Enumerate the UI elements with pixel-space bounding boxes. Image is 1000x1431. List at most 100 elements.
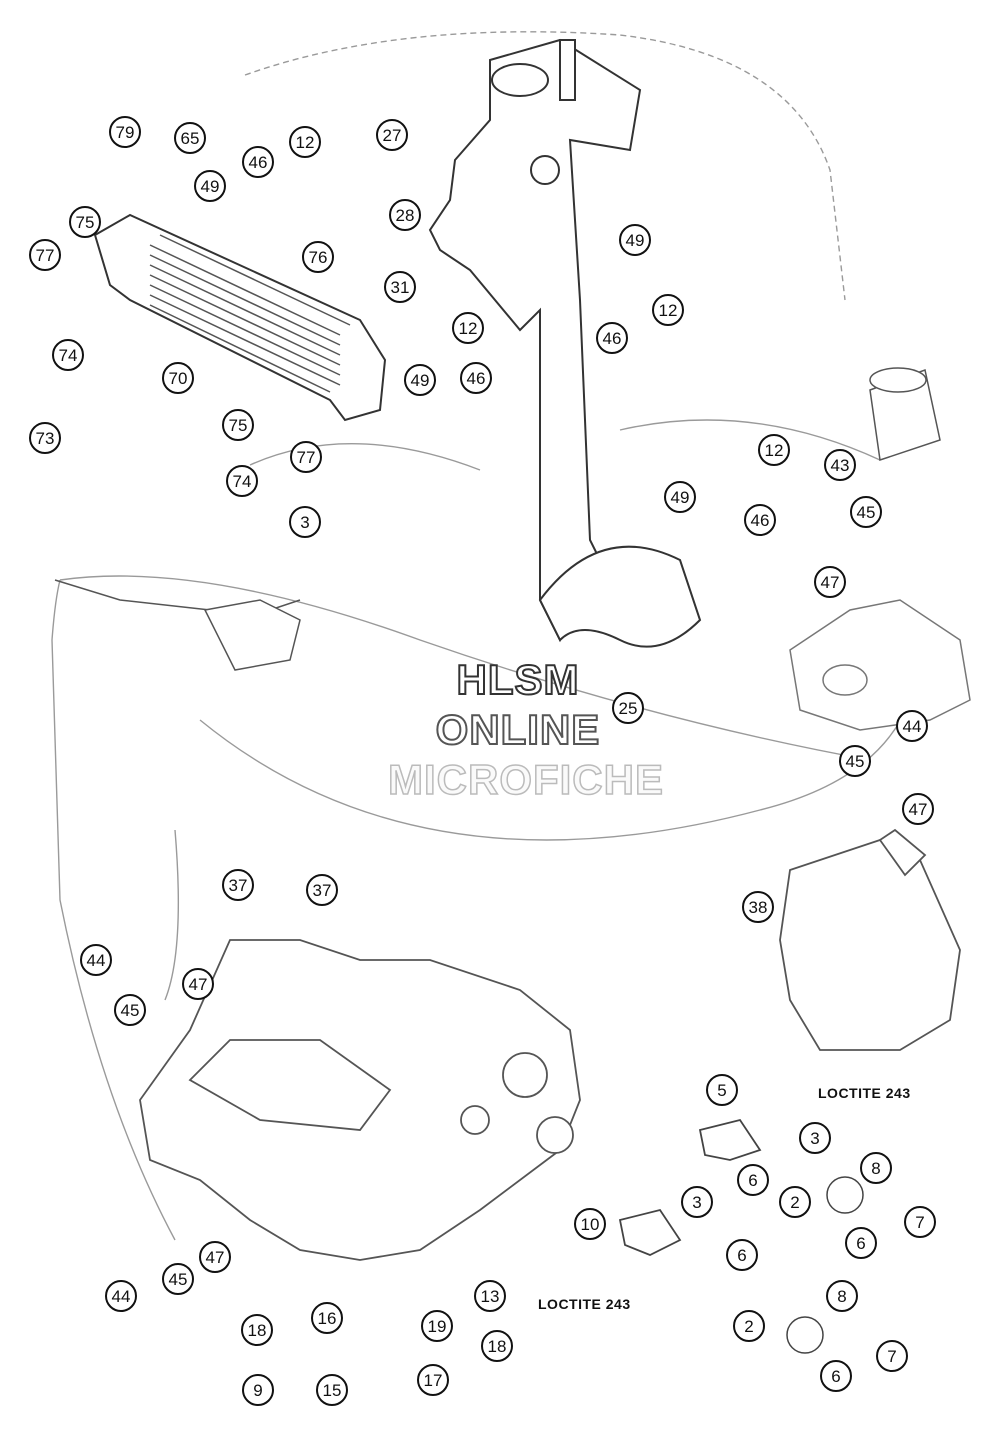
loctite-note-lower: LOCTITE 243 (538, 1296, 631, 1312)
part-callout-70: 70 (162, 362, 194, 394)
callout-number: 47 (909, 800, 928, 819)
callout-number: 45 (846, 752, 865, 771)
callout-number: 46 (751, 511, 770, 530)
callout-circle (316, 1374, 348, 1406)
part-callout-7: 7 (876, 1340, 908, 1372)
part-callout-46: 46 (596, 322, 628, 354)
callout-circle (384, 271, 416, 303)
part-callout-12: 12 (452, 312, 484, 344)
part-callout-49: 49 (194, 170, 226, 202)
part-callout-8: 8 (860, 1152, 892, 1184)
callout-circle (904, 1206, 936, 1238)
callout-circle (421, 1310, 453, 1342)
callout-circle (876, 1340, 908, 1372)
callout-number: 79 (116, 123, 135, 142)
callout-number: 10 (581, 1215, 600, 1234)
callout-number: 7 (887, 1347, 896, 1366)
callout-circle (850, 496, 882, 528)
callout-circle (199, 1241, 231, 1273)
callout-number: 45 (169, 1270, 188, 1289)
callout-circle (162, 362, 194, 394)
callout-number: 49 (411, 371, 430, 390)
callout-number: 45 (857, 503, 876, 522)
gear-upper (826, 1176, 864, 1214)
watermark-line-1: HLSM (456, 655, 580, 704)
callout-number: 75 (76, 213, 95, 232)
part-callout-9: 9 (242, 1374, 274, 1406)
part-callout-46: 46 (744, 504, 776, 536)
callout-number: 37 (229, 876, 248, 895)
crankcase (139, 939, 581, 1261)
part-callout-76: 76 (302, 241, 334, 273)
callout-number: 16 (318, 1309, 337, 1328)
ghost-hose-lower (164, 829, 180, 1001)
part-callout-37: 37 (222, 869, 254, 901)
callout-number: 65 (181, 129, 200, 148)
part-callout-3: 3 (289, 506, 321, 538)
callout-circle (389, 199, 421, 231)
callout-circle (306, 874, 338, 906)
part-callout-10: 10 (574, 1208, 606, 1240)
part-callout-79: 79 (109, 116, 141, 148)
part-callout-5: 5 (706, 1074, 738, 1106)
callout-circle (242, 146, 274, 178)
callout-number: 6 (856, 1234, 865, 1253)
callout-number: 3 (692, 1193, 701, 1212)
callout-circle (744, 504, 776, 536)
oil-filter (869, 367, 941, 461)
callout-circle (481, 1330, 513, 1362)
callout-circle (29, 422, 61, 454)
part-callout-3: 3 (799, 1122, 831, 1154)
gear-lower (786, 1316, 824, 1354)
callout-circle (182, 968, 214, 1000)
callout-number: 13 (481, 1287, 500, 1306)
callout-number: 47 (206, 1248, 225, 1267)
part-callout-74: 74 (226, 465, 258, 497)
clutch-cover (779, 828, 961, 1051)
ghost-frame-arc (619, 419, 881, 461)
callout-number: 44 (903, 717, 922, 736)
callout-circle (574, 1208, 606, 1240)
callout-circle (826, 1280, 858, 1312)
callout-number: 5 (717, 1081, 726, 1100)
part-callout-6: 6 (726, 1239, 758, 1271)
callout-number: 49 (201, 177, 220, 196)
part-callout-12: 12 (652, 294, 684, 326)
callout-number: 9 (253, 1381, 262, 1400)
callout-circle (779, 1186, 811, 1218)
oil-pump-lower (618, 1208, 682, 1256)
ghost-frame-left (249, 443, 481, 471)
callout-circle (860, 1152, 892, 1184)
part-callout-45: 45 (162, 1263, 194, 1295)
part-callout-47: 47 (199, 1241, 231, 1273)
part-callout-6: 6 (845, 1227, 877, 1259)
callout-number: 77 (297, 448, 316, 467)
oil-pump-upper (698, 1118, 762, 1161)
callout-number: 12 (659, 301, 678, 320)
callout-number: 47 (189, 975, 208, 994)
part-callout-44: 44 (80, 944, 112, 976)
frame-tab (559, 39, 576, 101)
callout-number: 44 (87, 951, 106, 970)
callout-circle (241, 1314, 273, 1346)
callout-circle (242, 1374, 274, 1406)
callout-circle (52, 339, 84, 371)
callout-circle (799, 1122, 831, 1154)
callout-circle (737, 1164, 769, 1196)
callout-circle (162, 1263, 194, 1295)
callout-circle (404, 364, 436, 396)
callout-number: 18 (248, 1321, 267, 1340)
callout-circle (474, 1280, 506, 1312)
part-callout-31: 31 (384, 271, 416, 303)
callout-circle (681, 1186, 713, 1218)
callout-circle (114, 994, 146, 1026)
callout-number: 46 (249, 153, 268, 172)
callout-number: 8 (871, 1159, 880, 1178)
part-callout-17: 17 (417, 1364, 449, 1396)
callout-number: 15 (323, 1381, 342, 1400)
part-callout-47: 47 (814, 566, 846, 598)
frame-group (428, 38, 702, 648)
callout-circle (376, 119, 408, 151)
